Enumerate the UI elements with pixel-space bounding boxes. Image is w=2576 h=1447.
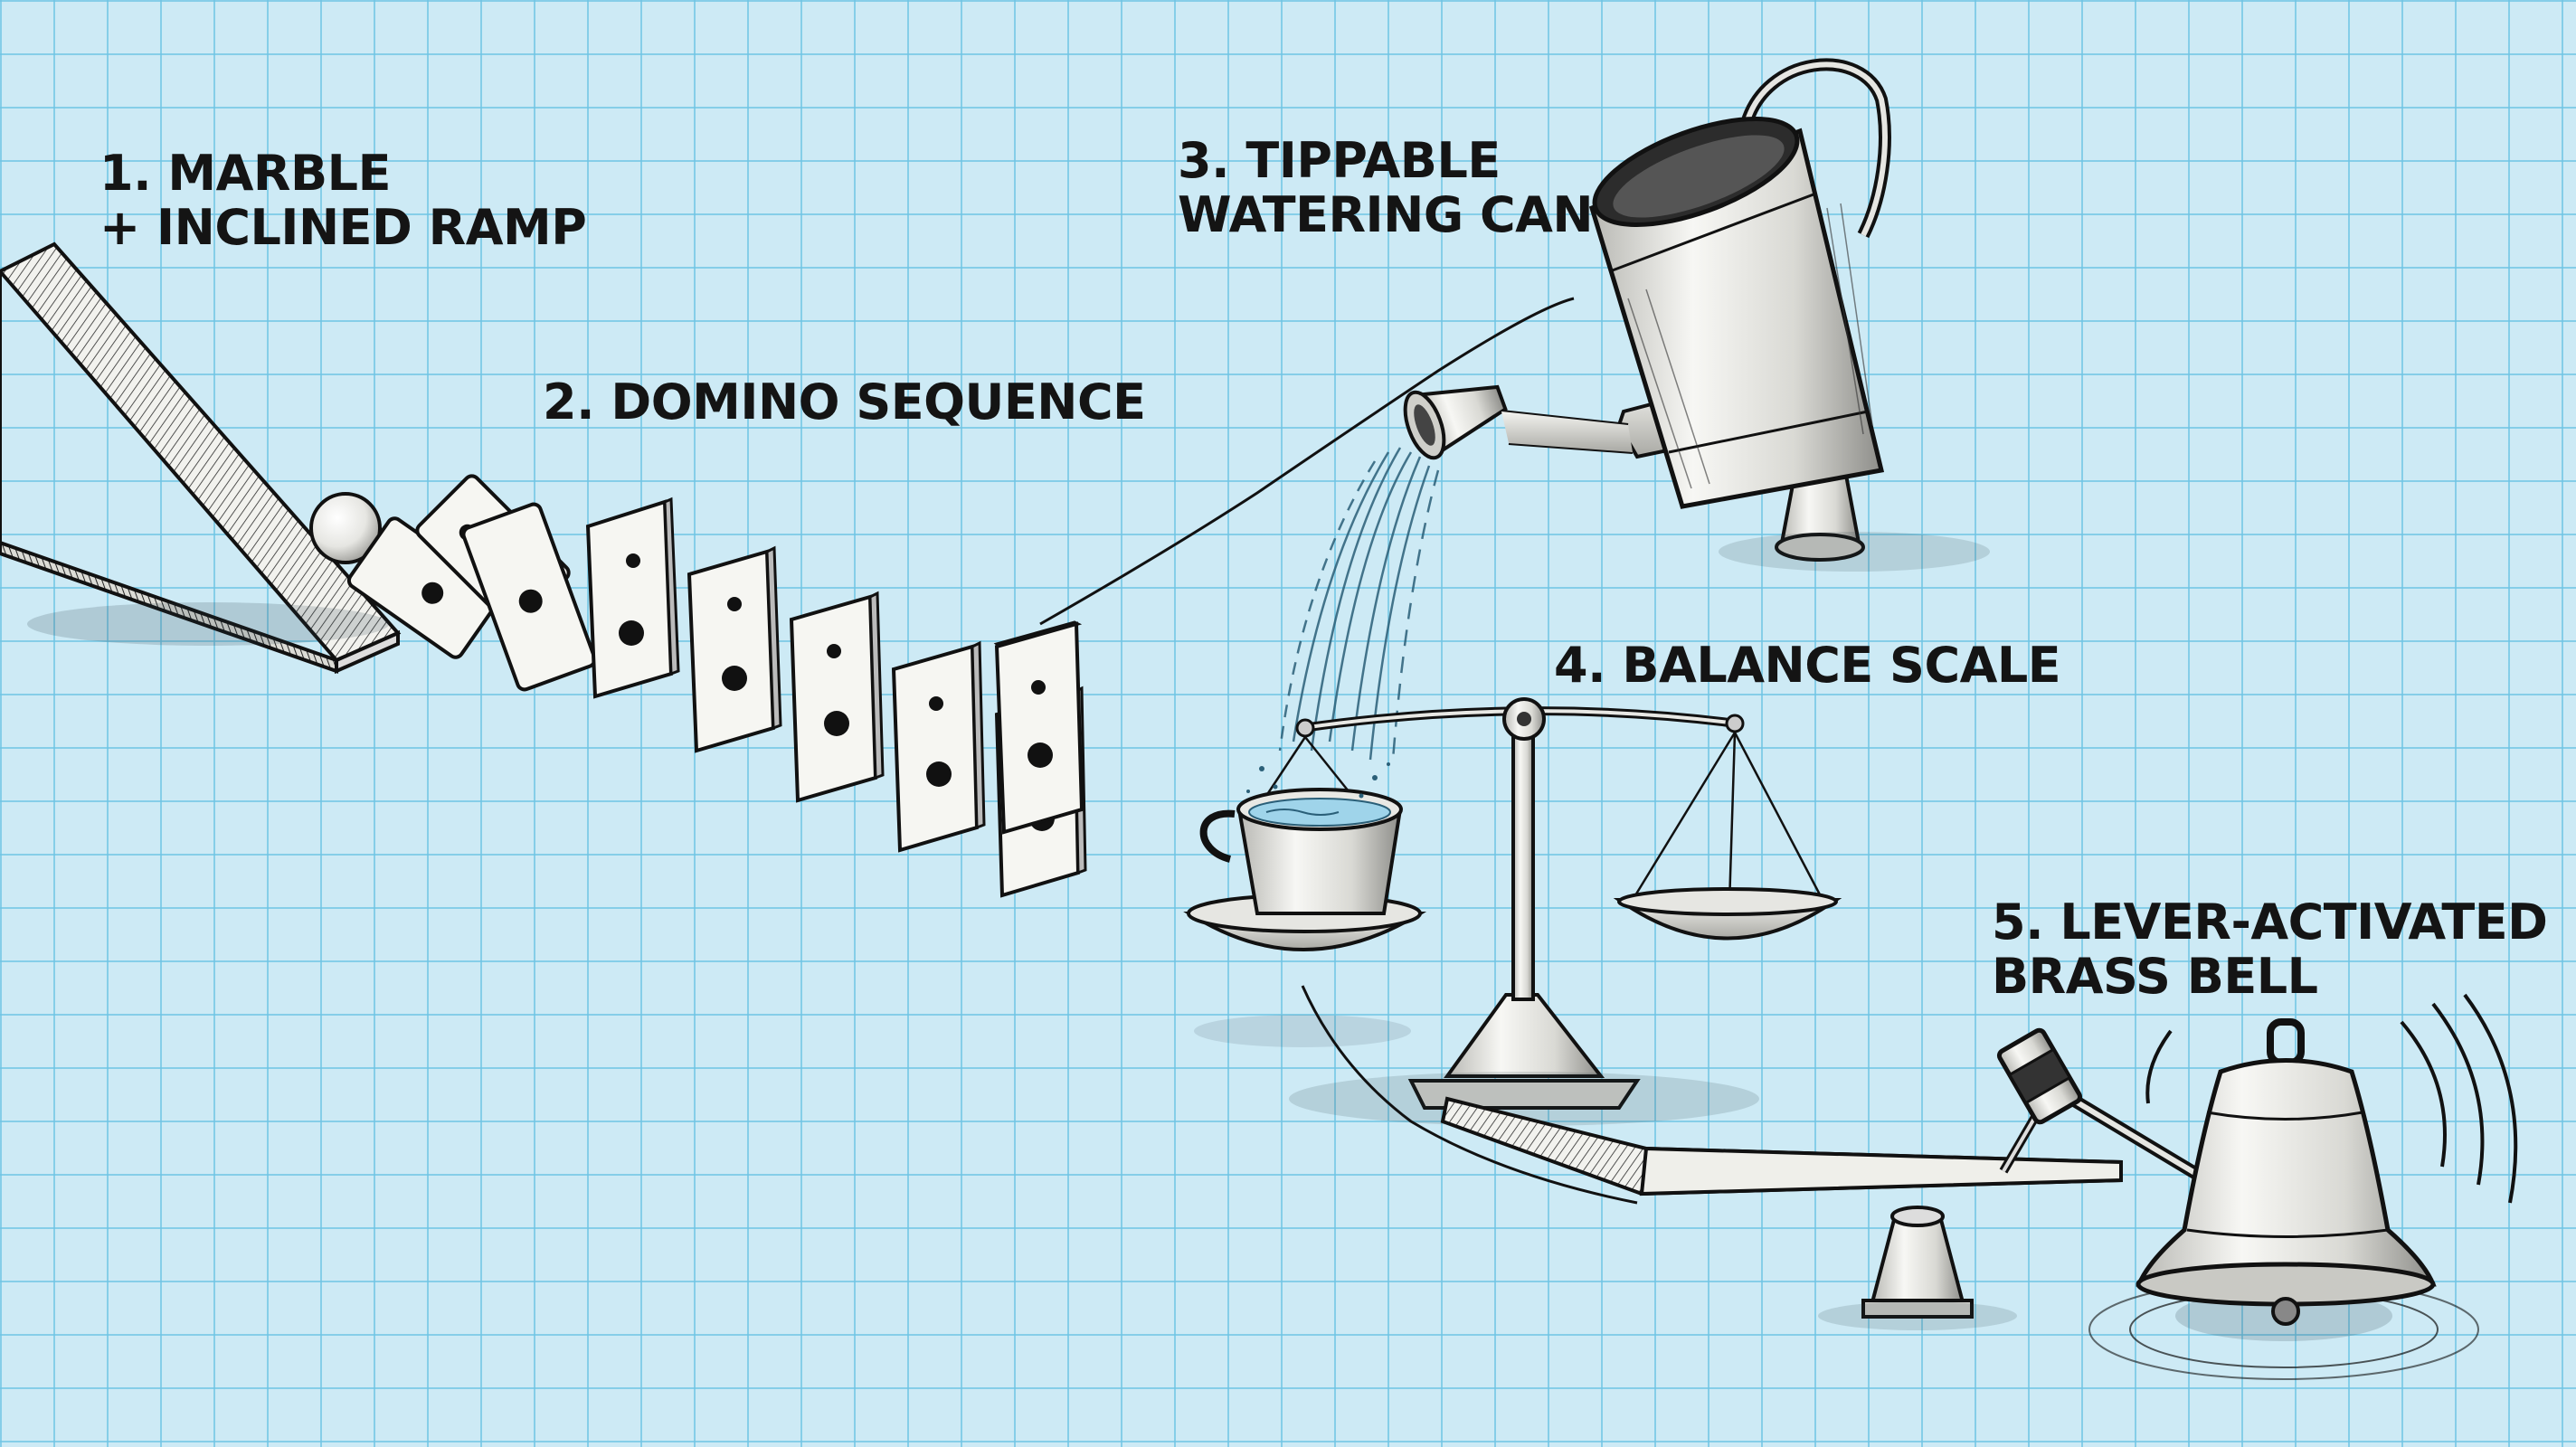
ramp-icon [0,241,402,675]
step-1-line-2: + INCLINED RAMP [99,199,587,256]
bell-icon [2088,993,2518,1380]
step-3-line-1: 3. TIPPABLE [1178,132,1501,189]
lever-string [1301,985,1638,1205]
trigger-string [1039,297,1575,626]
step-3-line-2: WATERING CAN [1178,186,1594,243]
domino-icon [585,497,680,699]
teacup-icon [1199,788,1403,915]
step-3-label: 3. TIPPABLE WATERING CAN [1178,132,1594,243]
lever-icon [1440,1096,2123,1330]
marble-icon [309,492,382,564]
step-5-label: 5. LEVER-ACTIVATED BRASS BELL [1992,894,2548,1005]
step-4-label: 4. BALANCE SCALE [1554,637,2061,694]
domino-icon [461,502,597,692]
step-4-line-1: 4. BALANCE SCALE [1554,637,2061,694]
water-splash-icon [1246,762,1390,799]
domino-icon [346,516,504,659]
step-5-line-2: BRASS BELL [1992,948,2318,1005]
step-2-line-1: 2. DOMINO SEQUENCE [543,374,1146,430]
domino-icon [687,545,782,753]
step-2-label: 2. DOMINO SEQUENCE [543,374,1146,430]
domino-icon [891,640,986,853]
domino-icon [789,591,885,803]
step-1-line-1: 1. MARBLE [99,145,391,202]
domino-sequence [346,474,597,692]
domino-icon [993,620,1084,835]
step-5-line-1: 5. LEVER-ACTIVATED [1992,894,2548,950]
water-stream-icon [1278,447,1440,761]
watering-can-icon [1403,58,1990,572]
step-1-label: 1. MARBLE + INCLINED RAMP [99,145,587,256]
hammer-icon [1996,1027,2211,1187]
balance-scale-icon [1183,697,1842,1126]
